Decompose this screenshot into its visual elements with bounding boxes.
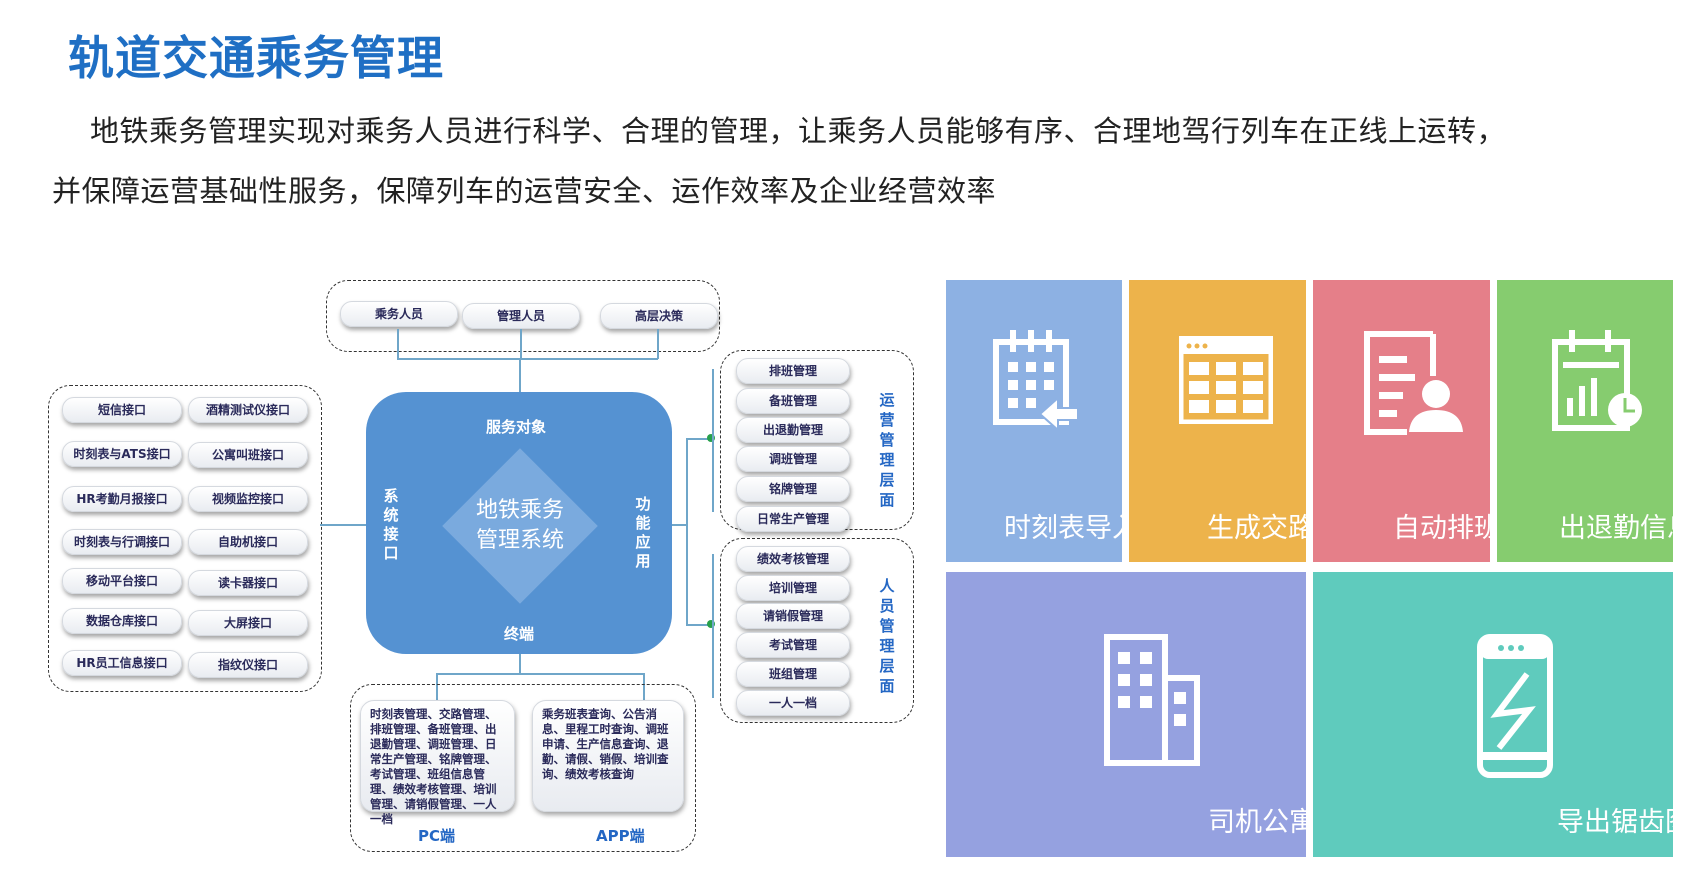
app-terminal-features: 乘务班表查询、公告消息、里程工时查询、调班申请、生产信息查询、退勤、请假、销假、… [532, 700, 684, 812]
document-person-icon [1364, 331, 1463, 435]
interface-item: 大屏接口 [188, 610, 308, 636]
connector [643, 673, 645, 701]
operation-item: 铭牌管理 [736, 476, 850, 502]
center-label-service-targets: 服务对象 [486, 418, 547, 436]
connector [686, 438, 688, 625]
intro-paragraph-line-2: 并保障运营基础性服务，保障列车的运营安全、运作效率及企业经营效率 [52, 174, 997, 208]
tile-export-sawtooth-chart[interactable]: 导出锯齿图 [1313, 572, 1692, 857]
interface-item: 短信接口 [62, 397, 182, 423]
interface-item: 酒精测试仪接口 [188, 397, 308, 423]
personnel-item: 培训管理 [736, 575, 850, 601]
connector-dot [707, 434, 715, 442]
terminals-group [350, 684, 696, 852]
sawtooth-chart-icon [1477, 634, 1553, 778]
grid-table-icon [1179, 336, 1273, 424]
connector [519, 358, 521, 393]
tile-timetable-import[interactable]: 时刻表导入 [946, 280, 1139, 562]
center-label-functional-apps: 功能应用 [635, 495, 651, 570]
operation-item: 排班管理 [736, 358, 850, 384]
tile-attendance-info[interactable]: 出退勤信息 [1497, 280, 1694, 562]
operation-item: 备班管理 [736, 388, 850, 414]
tile-label: 自动排班 [1393, 513, 1501, 544]
core-system-name-line-2: 管理系统 [475, 528, 564, 553]
calendar-chart-icon [1552, 330, 1642, 431]
operation-item: 调班管理 [736, 446, 850, 472]
connector-dot [707, 620, 715, 628]
connector [397, 329, 399, 359]
tile-auto-scheduling[interactable]: 自动排班 [1313, 280, 1501, 562]
pc-terminal-features: 时刻表管理、交路管理、排班管理、备班管理、出退勤管理、调班管理、日常生产管理、铭… [360, 700, 515, 826]
tile-generate-routing[interactable]: 生成交路 [1129, 280, 1315, 562]
interface-item: 数据仓库接口 [62, 608, 182, 634]
center-label-terminals: 终端 [504, 625, 535, 643]
personnel-management-group [720, 538, 914, 723]
tile-label: 司机公寓 [1208, 807, 1316, 838]
connector [519, 654, 521, 674]
operation-group-label: 运营管理层面 [879, 391, 895, 509]
interface-item: 公寓叫班接口 [188, 442, 308, 468]
personnel-item: 一人一档 [736, 690, 850, 716]
interface-item: HR员工信息接口 [62, 650, 182, 676]
connector [657, 329, 659, 359]
connector [686, 624, 712, 626]
connector [520, 329, 522, 359]
calendar-import-icon [993, 330, 1079, 433]
app-terminal-label: APP端 [596, 827, 645, 845]
tile-label: 时刻表导入 [1004, 513, 1139, 544]
interface-item: 时刻表与行调接口 [62, 529, 182, 555]
personnel-item: 班组管理 [736, 661, 850, 687]
connector [712, 554, 714, 698]
interface-item: 视频监控接口 [188, 486, 308, 512]
page-title: 轨道交通乘务管理 [68, 31, 444, 85]
connector [436, 673, 644, 675]
interface-item: 指纹仪接口 [188, 652, 308, 678]
connector [436, 673, 438, 701]
personnel-item: 考试管理 [736, 632, 850, 658]
interface-item: 时刻表与ATS接口 [62, 441, 182, 467]
tile-label: 生成交路 [1207, 513, 1315, 544]
tile-label: 出退勤信息 [1559, 513, 1694, 544]
pc-terminal-label: PC端 [418, 827, 456, 845]
connector [320, 524, 366, 526]
interface-item: 自助机接口 [188, 529, 308, 555]
tile-label: 导出锯齿图 [1557, 807, 1692, 838]
intro-paragraph-line-1: 地铁乘务管理实现对乘务人员进行科学、合理的管理，让乘务人员能够有序、合理地驾行列… [90, 114, 1507, 148]
connector [712, 369, 714, 512]
tile-driver-apartment[interactable]: 司机公寓 [946, 572, 1316, 857]
connector [397, 358, 658, 360]
core-system-name-line-1: 地铁乘务 [475, 498, 564, 523]
center-label-system-interfaces: 系统接口 [383, 487, 399, 562]
connector [686, 438, 712, 440]
building-icon [1104, 634, 1200, 766]
personnel-item: 请销假管理 [736, 603, 850, 629]
interface-item: 移动平台接口 [62, 568, 182, 594]
service-target-managers: 管理人员 [462, 303, 580, 329]
service-target-crew: 乘务人员 [340, 301, 458, 327]
service-target-executives: 高层决策 [600, 303, 718, 329]
interface-item: 读卡器接口 [188, 570, 308, 596]
operation-item: 出退勤管理 [736, 417, 850, 443]
personnel-group-label: 人员管理层面 [879, 577, 895, 695]
core-system-name: 地铁乘务 管理系统 [450, 496, 590, 556]
service-targets-group [326, 280, 720, 352]
operation-item: 日常生产管理 [736, 506, 850, 532]
connector [672, 524, 686, 526]
personnel-item: 绩效考核管理 [736, 546, 850, 572]
interface-item: HR考勤月报接口 [62, 486, 182, 512]
system-interfaces-group [48, 385, 322, 692]
